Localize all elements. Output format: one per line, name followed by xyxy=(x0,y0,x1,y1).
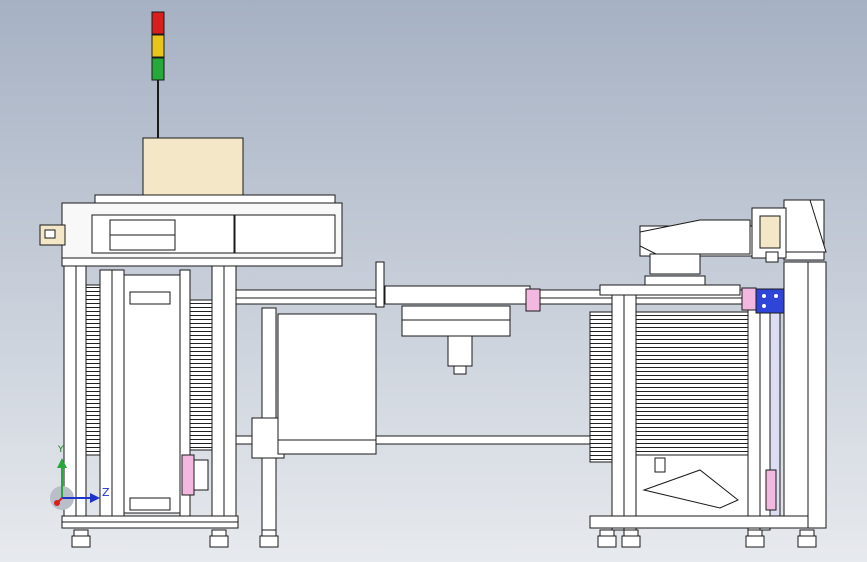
camera-lens xyxy=(759,215,781,249)
right-bin-connector xyxy=(654,457,666,473)
left-unit-post-inner xyxy=(75,265,87,529)
swing-arm xyxy=(639,219,751,255)
gripper-tip xyxy=(453,365,467,375)
signal-tower[interactable] xyxy=(151,11,165,138)
right-end-post xyxy=(807,261,827,529)
left-unit-post-far-right xyxy=(223,265,237,529)
right-outer-post xyxy=(783,261,811,529)
gripper-cylinder xyxy=(447,335,473,367)
right-base-plate xyxy=(589,515,825,529)
left-unit-post-right xyxy=(211,265,225,529)
right-leveling-feet xyxy=(597,529,817,548)
signal-light-green xyxy=(151,57,165,81)
left-small-module xyxy=(193,459,209,491)
right-pink-stop xyxy=(741,287,757,311)
right-unit-post-3 xyxy=(747,289,761,531)
gantry-pink-stop xyxy=(525,288,541,312)
left-center-panel xyxy=(123,274,181,514)
right-magazine-left-fins xyxy=(589,311,613,463)
right-magazine xyxy=(635,311,749,463)
left-unit[interactable] xyxy=(39,202,343,548)
right-unit-post-1 xyxy=(611,289,625,531)
left-unit-beam xyxy=(61,257,343,267)
gantry-carriage xyxy=(384,285,531,305)
left-magazine-fins xyxy=(85,284,101,456)
right-magazine-fins xyxy=(189,299,213,451)
left-leveling-feet xyxy=(71,529,279,548)
vertical-slide xyxy=(375,261,385,308)
triad-y-label: Y xyxy=(57,445,64,455)
middle-cabinet-base xyxy=(277,439,377,455)
right-unit-post-2 xyxy=(623,289,637,531)
control-box[interactable] xyxy=(142,137,244,196)
top-plate xyxy=(94,194,336,204)
left-guide-rail-2 xyxy=(111,269,125,519)
left-guide-rail-1 xyxy=(99,269,113,519)
coordinate-triad xyxy=(50,458,100,510)
right-bin-chute xyxy=(642,469,739,509)
signal-light-red xyxy=(151,11,165,35)
camera-mount xyxy=(765,251,779,263)
middle-cabinet xyxy=(277,313,377,451)
triad-z-label: Z xyxy=(102,486,110,499)
left-bracket-top xyxy=(129,291,171,305)
right-carriage xyxy=(599,284,741,296)
right-pink-lower xyxy=(765,469,777,511)
signal-light-amber xyxy=(151,34,165,58)
left-unit-upper-panel-2 xyxy=(234,214,336,254)
vacuum-head-mount xyxy=(649,253,701,275)
right-unit[interactable] xyxy=(589,199,827,548)
gantry-frame xyxy=(401,305,511,337)
left-pink-block xyxy=(181,454,195,496)
left-bracket-bottom xyxy=(129,497,171,511)
